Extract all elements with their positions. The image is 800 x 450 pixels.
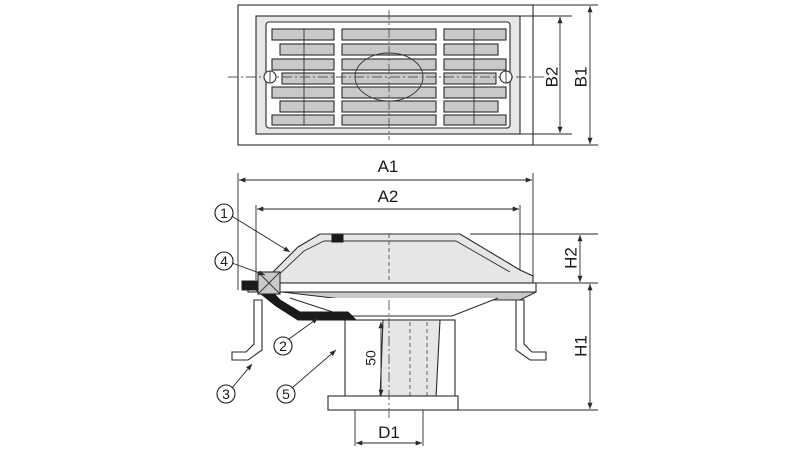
a2-label: A2 — [378, 187, 399, 206]
dome-inner-line — [271, 240, 511, 282]
screw-right-icon — [499, 70, 513, 84]
callout-5: 5 — [276, 384, 296, 404]
section-view: A1 A2 50 D1 — [231, 157, 598, 446]
callout-4: 4 — [214, 251, 234, 271]
callout-3: 3 — [216, 384, 236, 404]
screw-left-icon — [263, 70, 277, 84]
callout-4-number: 4 — [220, 253, 228, 269]
depth-label: 50 — [363, 350, 379, 366]
callout-2: 2 — [273, 336, 293, 356]
dome-tab — [331, 234, 344, 243]
b1-label: B1 — [571, 67, 590, 88]
callouts: 1 4 2 3 5 — [214, 203, 337, 404]
anchor-bracket-left — [231, 299, 263, 361]
grating-bars-left — [271, 28, 335, 126]
grating-bars-right — [443, 28, 507, 126]
h2-label: H2 — [561, 247, 580, 269]
flange — [247, 282, 537, 293]
h1-label: H1 — [571, 335, 590, 357]
top-view: B2 B1 — [228, 4, 598, 146]
callout-1: 1 — [214, 203, 234, 223]
callout-2-number: 2 — [279, 338, 287, 354]
a1-label: A1 — [378, 157, 399, 176]
d1-label: D1 — [378, 423, 400, 442]
callout-5-number: 5 — [282, 386, 290, 402]
callout-1-number: 1 — [220, 205, 228, 221]
anchor-bracket-right — [515, 299, 547, 361]
pipe-bottom-ring — [327, 395, 459, 411]
callout-3-number: 3 — [222, 386, 230, 402]
b2-label: B2 — [542, 67, 561, 88]
